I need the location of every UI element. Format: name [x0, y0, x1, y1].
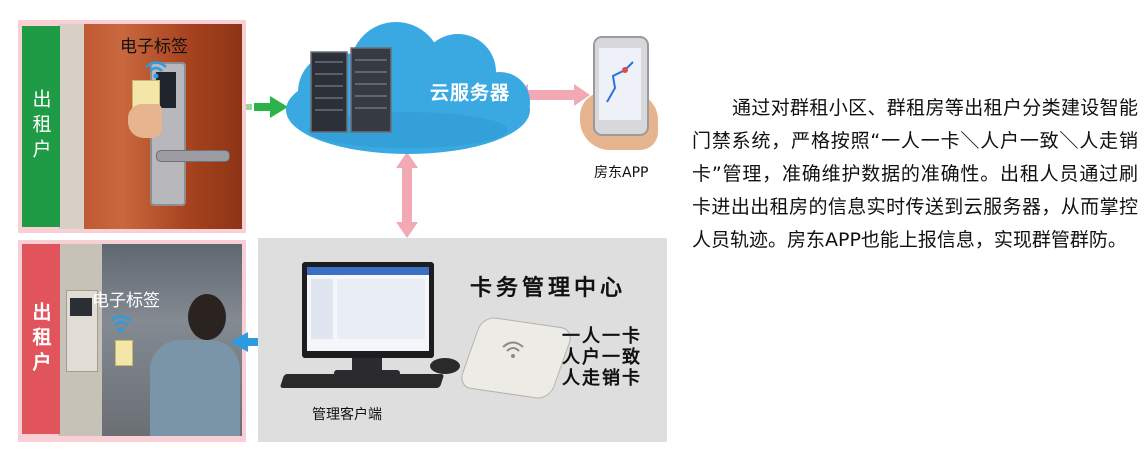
- double-arrow-vertical-icon: [396, 152, 418, 238]
- management-client-label: 管理客户端: [312, 407, 382, 423]
- slogan-line: 一人一卡: [562, 326, 642, 347]
- keyboard-icon: [279, 374, 445, 388]
- description-paragraph: 通过对群租小区、群租房等出租户分类建设智能门禁系统，严格按照“一人一卡＼人户一致…: [692, 97, 1138, 251]
- arrow-right-icon: [246, 96, 288, 118]
- slogan-line: 人走销卡: [562, 368, 642, 389]
- phone-screen: [599, 48, 641, 120]
- person-head: [188, 294, 226, 340]
- etag-label-top: 电子标签: [120, 37, 188, 57]
- intercom-screen: [70, 298, 92, 316]
- tenant-tag-top: 出租户: [22, 26, 60, 227]
- door-handle: [156, 150, 230, 162]
- etag-label-bottom: 电子标签: [92, 291, 160, 311]
- map-route-icon: [606, 61, 634, 103]
- person-body: [150, 340, 240, 436]
- management-center-title: 卡务管理中心: [470, 275, 627, 301]
- tenant-tag-bottom: 出租户: [22, 244, 60, 434]
- wifi-icon: [145, 61, 167, 79]
- hand: [128, 104, 162, 138]
- lock-reader-screen: [156, 72, 176, 108]
- mouse-icon: [430, 358, 460, 374]
- monitor-screen: [307, 267, 429, 351]
- landlord-app-label: 房东APP: [594, 165, 649, 181]
- slogan: 一人一卡 人户一致 人走销卡: [562, 326, 642, 389]
- wifi-icon: [502, 341, 524, 358]
- door-frame: [58, 24, 84, 229]
- access-card: [115, 340, 133, 366]
- slogan-line: 人户一致: [562, 347, 642, 368]
- server-icon: [310, 47, 392, 133]
- wifi-icon: [110, 315, 132, 333]
- monitor-base: [334, 370, 400, 376]
- monitor-stand: [352, 358, 382, 372]
- cloud-server-label: 云服务器: [430, 82, 511, 104]
